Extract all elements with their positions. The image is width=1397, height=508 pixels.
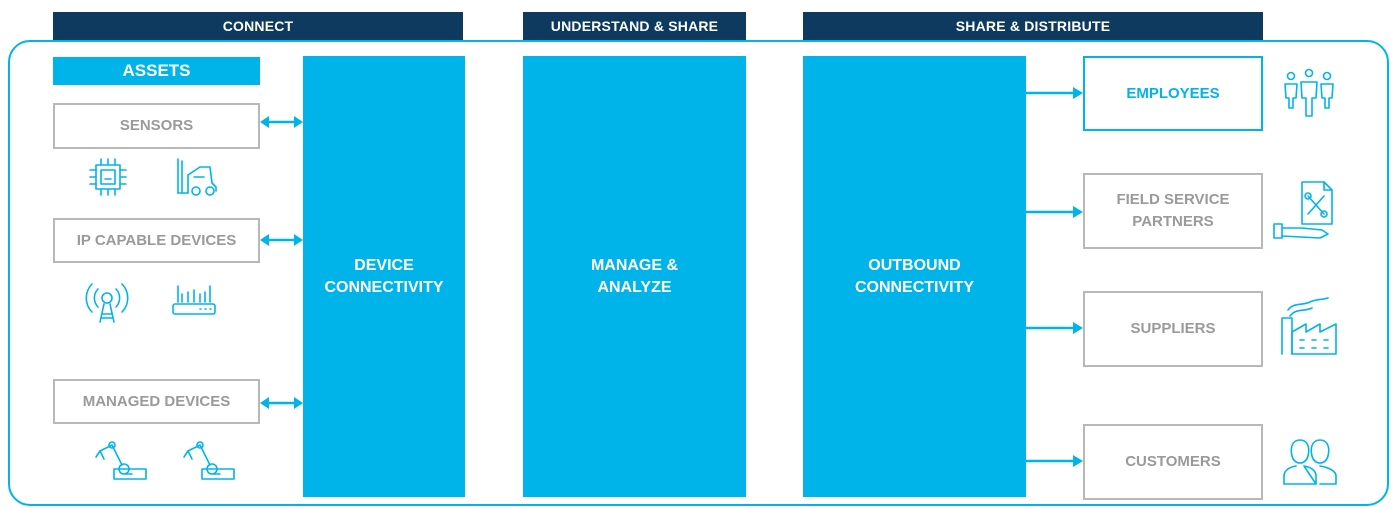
header-understand-share: UNDERSTAND & SHARE [523,12,746,40]
field-service-line2: PARTNERS [1132,213,1214,230]
robot-arm-icon [95,441,147,480]
header-understand-label: UNDERSTAND & SHARE [550,18,719,34]
customers-label: CUSTOMERS [1125,453,1221,471]
router-icon [172,285,216,315]
field-service-arrow [1026,206,1083,218]
managed-devices-label: MANAGED DEVICES [82,392,231,410]
managed-devices-box: MANAGED DEVICES [53,379,260,424]
sensors-box: SENSORS [53,103,260,149]
device-connectivity-line1: DEVICE [354,256,414,274]
factory-icon [1281,297,1337,355]
device-connectivity-line2: CONNECTIVITY [324,278,444,296]
suppliers-arrow [1026,322,1083,334]
device-connectivity-column: DEVICE CONNECTIVITY [303,56,465,497]
employees-label: EMPLOYEES [1126,85,1220,102]
header-connect: CONNECT [53,12,463,40]
ip-devices-box: IP CAPABLE DEVICES [53,218,260,263]
service-document-icon [1273,181,1333,239]
manage-analyze-line1: MANAGE & [590,256,679,274]
forklift-icon [177,158,217,196]
antenna-tower-icon [85,283,129,323]
employees-arrow [1026,87,1083,99]
customers-icon [1283,439,1337,485]
suppliers-box: SUPPLIERS [1083,291,1263,367]
assets-title: ASSETS [122,61,191,80]
header-distribute-label: SHARE & DISTRIBUTE [955,18,1111,34]
field-service-line1: FIELD SERVICE [1116,191,1230,209]
sensors-arrow [260,116,303,128]
robot-arm-icon [183,441,235,480]
header-connect-label: CONNECT [222,18,294,34]
manage-analyze-column: MANAGE & ANALYZE [523,56,746,497]
customers-box: CUSTOMERS [1083,424,1263,500]
manage-analyze-line2: ANALYZE [597,278,672,296]
header-share-distribute: SHARE & DISTRIBUTE [803,12,1263,40]
ip-devices-label: IP CAPABLE DEVICES [76,231,237,249]
ip-devices-arrow [260,234,303,246]
suppliers-label: SUPPLIERS [1130,320,1216,338]
assets-label: ASSETS [53,57,260,85]
chip-icon [89,158,127,196]
sensors-label: SENSORS [119,117,194,135]
outer-frame [8,40,1389,506]
employees-box: EMPLOYEES [1083,56,1263,131]
outbound-connectivity-line2: CONNECTIVITY [854,278,975,296]
managed-devices-arrow [260,397,303,409]
outbound-connectivity-column: OUTBOUND CONNECTIVITY [803,56,1026,497]
outbound-connectivity-line1: OUTBOUND [868,256,961,274]
people-icon [1284,68,1334,117]
customers-arrow [1026,455,1083,467]
field-service-box: FIELD SERVICE PARTNERS [1083,173,1263,249]
